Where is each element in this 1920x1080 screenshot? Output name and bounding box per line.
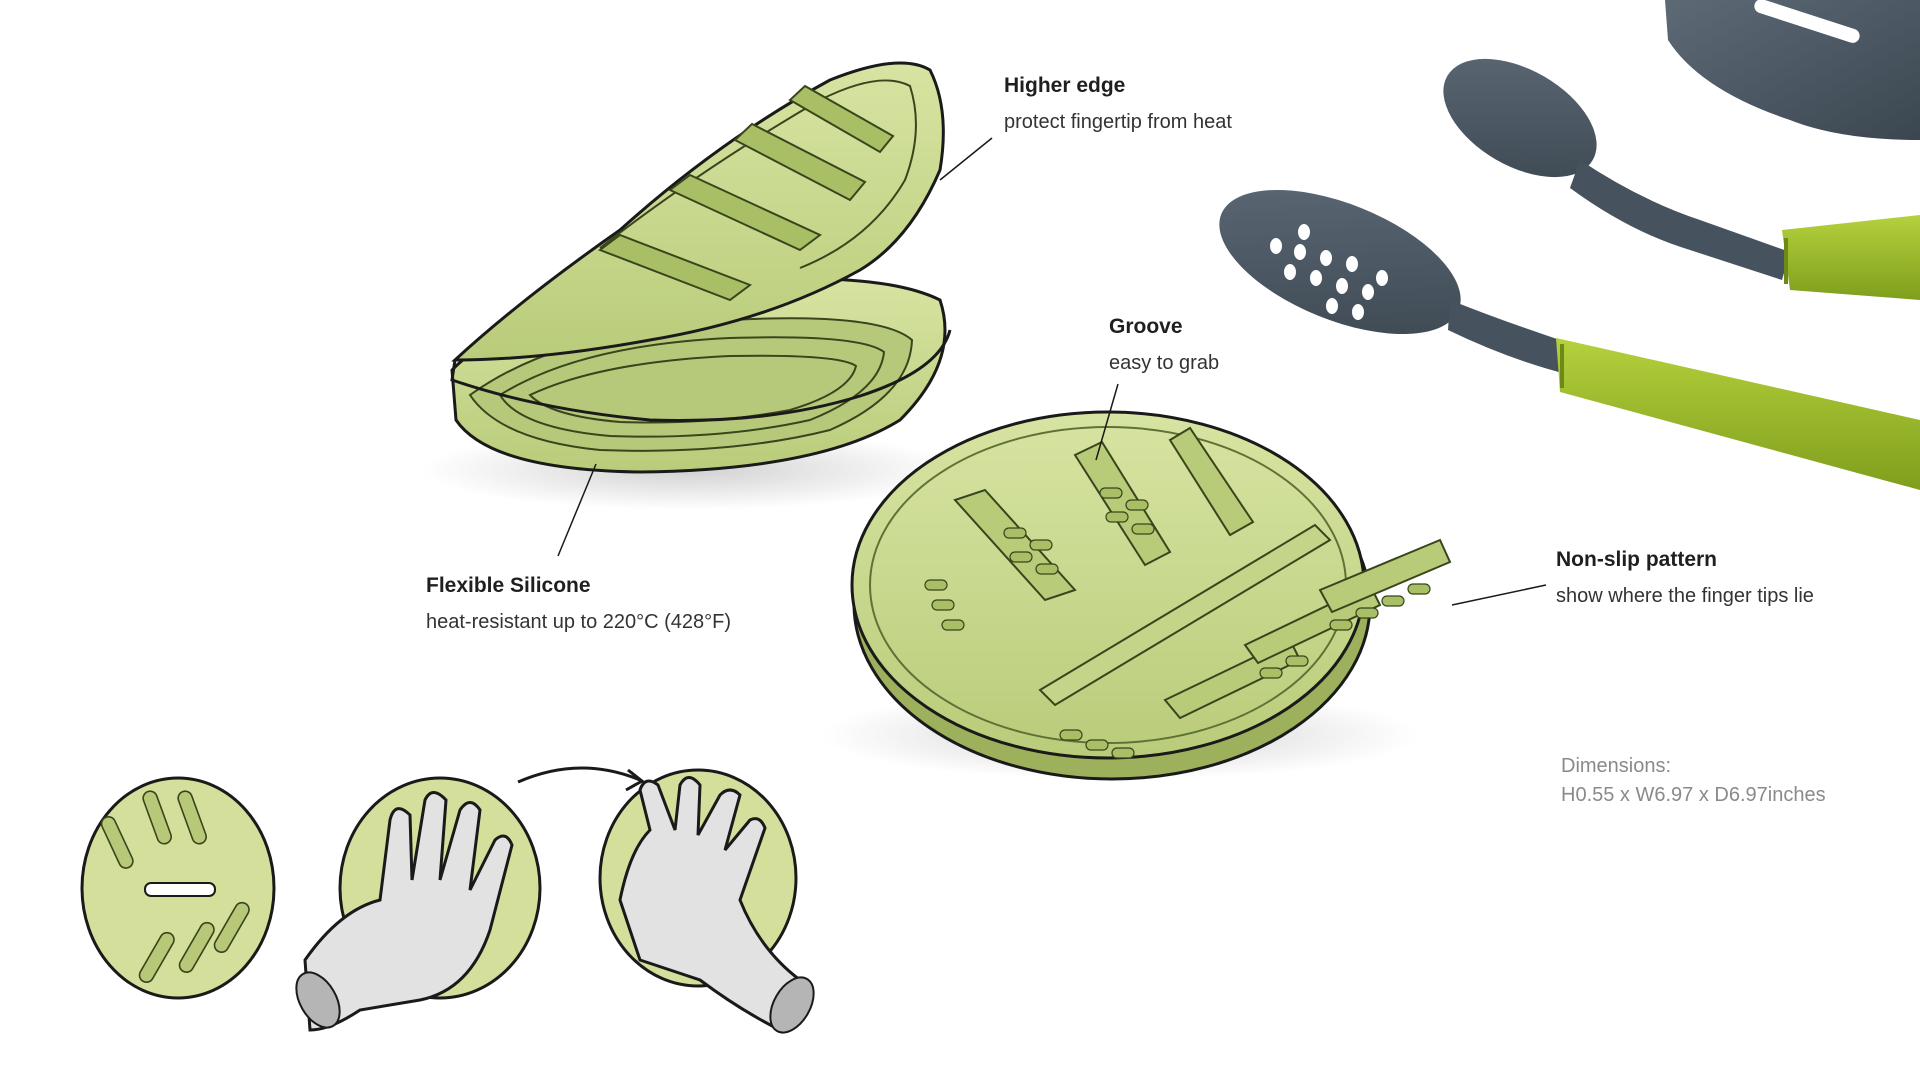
dimensions-label: Dimensions: [1561,755,1672,777]
flat-pot-holder [820,410,1452,781]
callout-flexible-silicone: Flexible Silicone heat-resistant up to 2… [426,573,731,635]
callout-title: Higher edge [1004,74,1126,97]
callout-title: Flexible Silicone [426,574,591,597]
folded-pot-holder [420,61,960,510]
flexible-leader [557,463,597,557]
hand-grip-step-1 [295,776,542,1032]
callout-non-slip-pattern: Non-slip pattern show where the finger t… [1556,547,1814,609]
slotted-turner [1665,0,1920,140]
groove-leader [1095,383,1119,461]
higher-edge-leader [939,137,993,181]
slotted-spoon [1219,189,1920,490]
nonslip-leader [1451,584,1547,606]
solid-spoon [1443,58,1920,300]
holder-top-view [80,776,276,1000]
callout-title: Groove [1109,315,1183,338]
callout-title: Non-slip pattern [1556,548,1717,571]
callout-higher-edge: Higher edge protect fingertip from heat [1004,73,1232,135]
callout-groove: Groove easy to grab [1109,314,1219,376]
callout-desc: show where the finger tips lie [1556,585,1814,607]
hand-grip-step-2 [598,768,815,1034]
arrow-icon [517,766,641,784]
usage-illustrations [80,766,815,1034]
utensils-photo [1219,0,1920,490]
callout-desc: easy to grab [1109,352,1220,374]
dimensions-note: Dimensions: H0.55 x W6.97 x D6.97inches [1561,752,1826,810]
dimensions-value: H0.55 x W6.97 x D6.97inches [1561,784,1826,806]
callout-desc: protect fingertip from heat [1004,111,1232,133]
callout-desc: heat-resistant up to 220°C (428°F) [426,611,732,633]
